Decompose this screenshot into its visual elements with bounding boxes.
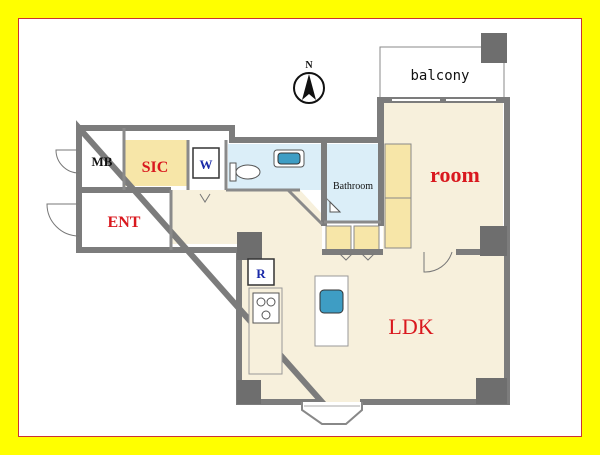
burner-1 [256, 297, 266, 307]
columns [237, 33, 507, 404]
column-ldk-top [237, 232, 262, 260]
closet-1 [384, 143, 412, 199]
compass-arrow [302, 74, 316, 100]
fridge-label: R [256, 266, 266, 281]
bathroom-corner [329, 200, 342, 213]
room-label: room [430, 162, 480, 187]
mb-door [55, 149, 80, 174]
column-bottom-right [476, 378, 507, 404]
burner-3 [261, 310, 271, 320]
washer-box [192, 147, 220, 179]
hallway-floor [172, 190, 322, 252]
compass: N [293, 60, 325, 104]
room-door [423, 251, 453, 273]
ent-door [46, 203, 80, 237]
bay-window [301, 402, 363, 425]
sic-label: SIC [142, 159, 169, 176]
toilet-tank [229, 162, 237, 182]
balcony-label: balcony [410, 68, 469, 84]
column-bottom-left [237, 380, 261, 404]
kitchen-sink [319, 289, 344, 314]
fixtures [229, 149, 349, 375]
bathroom-label: Bathroom [333, 181, 373, 192]
burner-2 [266, 297, 276, 307]
entrance-floor [79, 190, 171, 250]
floor-fills [79, 46, 505, 402]
toilet-bowl [235, 164, 261, 180]
sic-floor [124, 140, 187, 186]
ent-label: ENT [108, 214, 141, 231]
washer-label: W [200, 157, 213, 172]
fridge-box [247, 258, 275, 286]
closet-2 [384, 197, 412, 249]
cupboard-1 [325, 225, 352, 251]
stove [252, 292, 280, 324]
ldk-floor [239, 250, 505, 402]
ldk-label: LDK [388, 314, 433, 339]
column-balcony [481, 33, 507, 63]
hall-diagonal [286, 188, 324, 226]
compass-label: N [305, 60, 313, 71]
w-door [199, 193, 211, 203]
thin-walls [122, 128, 381, 250]
mb-label: MB [92, 154, 113, 169]
toilet-sink-basin [277, 152, 301, 165]
cupboard-door [339, 253, 375, 261]
room-labels: balcony room LDK Bathroom SIC MB ENT W R [92, 68, 480, 339]
column-right-mid [480, 226, 507, 256]
cupboard-2 [353, 225, 380, 251]
